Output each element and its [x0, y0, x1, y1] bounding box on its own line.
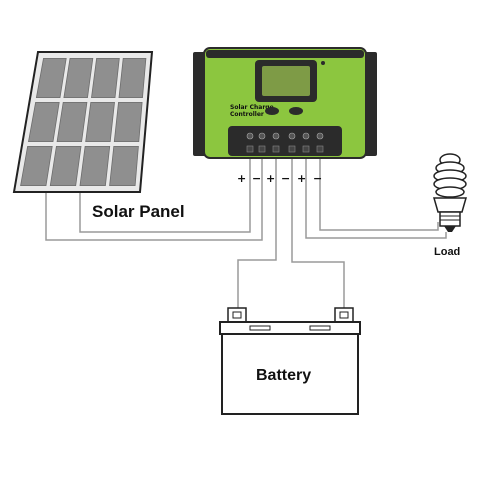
solar-panel: [12, 51, 154, 193]
terminal-block: [228, 126, 342, 156]
solar-cells: [20, 58, 147, 187]
controller-label-2: Controller: [230, 111, 264, 118]
solar-cell: [20, 145, 53, 187]
terminal-socket: [302, 145, 310, 153]
solar-cell: [85, 102, 115, 143]
wires: [45, 158, 447, 310]
terminal-screw: [272, 132, 280, 140]
terminal-label-load-neg: −: [313, 172, 322, 185]
terminal-screw: [246, 132, 254, 140]
battery-label: Battery: [256, 367, 311, 384]
battery-icon: [219, 307, 361, 415]
solar-cell: [28, 102, 60, 143]
battery-lid: [219, 321, 361, 335]
controller-label-1: Solar Charge: [230, 104, 274, 111]
solar-cell: [35, 58, 67, 98]
battery-wire-neg: [291, 158, 345, 310]
terminal-screw: [316, 132, 324, 140]
terminal-screws: [246, 132, 324, 153]
terminal-socket: [288, 145, 296, 153]
terminal-label-load-pos: +: [297, 172, 306, 185]
terminal-socket: [258, 145, 266, 153]
terminal-socket: [272, 145, 280, 153]
controller-button-right[interactable]: [289, 107, 303, 115]
terminal-socket: [246, 145, 254, 153]
solar-panel-label: Solar Panel: [92, 202, 185, 221]
battery-body: [221, 333, 359, 415]
solar-cell: [91, 58, 120, 98]
load-bulb-icon: [433, 153, 467, 232]
load-wire-pos: [305, 158, 447, 239]
terminal-socket: [316, 145, 324, 153]
bulb-base: [433, 197, 467, 213]
load-label: Load: [434, 246, 460, 258]
solar-cell: [109, 145, 139, 187]
terminal-label-battery-pos: +: [266, 172, 275, 185]
terminal-screw: [302, 132, 310, 140]
terminal-label-solar-pos: +: [237, 172, 246, 185]
charge-controller: Solar Charge Controller: [193, 47, 377, 159]
controller-button-left[interactable]: [265, 107, 279, 115]
solar-cell: [113, 102, 143, 143]
battery-wire-pos: [237, 158, 277, 310]
terminal-label-solar-neg: −: [252, 172, 261, 185]
terminal-screw: [288, 132, 296, 140]
bulb-screw: [439, 211, 461, 227]
terminal-label-battery-neg: −: [281, 172, 290, 185]
controller-top-band: [206, 50, 364, 58]
solar-cell: [118, 58, 147, 98]
load-wire-neg: [319, 158, 439, 231]
solar-wire-pos: [79, 158, 251, 233]
solar-cell: [49, 145, 82, 187]
solar-cell: [63, 58, 94, 98]
solar-cell: [56, 102, 88, 143]
solar-wire-neg: [45, 158, 263, 241]
terminal-screw: [258, 132, 266, 140]
bulb-spiral: [433, 153, 467, 198]
lcd-screen: [262, 66, 310, 96]
indicator-light: [321, 61, 325, 65]
solar-cell: [79, 145, 111, 187]
